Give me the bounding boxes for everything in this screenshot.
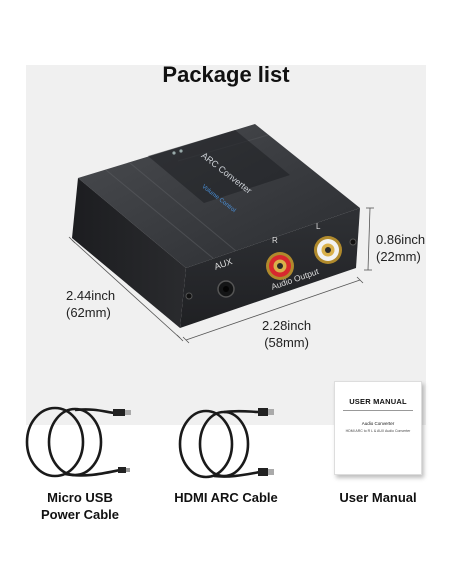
caption-line1: HDMI ARC Cable: [174, 490, 278, 505]
micro-usb-cable-icon: [25, 406, 121, 478]
width-inch: 2.28inch: [262, 318, 312, 333]
depth-dimension: 2.44inch (62mm): [66, 287, 115, 321]
user-manual-icon: USER MANUAL Audio Converter HDMI ARC to …: [334, 381, 422, 475]
depth-mm: (62mm): [66, 305, 111, 320]
item-caption-micro-usb: Micro USB Power Cable: [20, 489, 140, 523]
item-caption-hdmi: HDMI ARC Cable: [166, 489, 286, 506]
screw-icon: [185, 292, 193, 300]
device-left-label: L: [316, 222, 321, 231]
micro-usb-plug: [118, 467, 126, 473]
caption-line2: Power Cable: [40, 507, 120, 522]
led-indicator: [179, 149, 183, 153]
dimension-lines: [68, 207, 374, 344]
usb-a-plug: [113, 409, 125, 416]
device-right-label: R: [272, 236, 278, 245]
led-indicator: [172, 151, 176, 155]
device-label-band: [148, 130, 290, 203]
manual-subtitle: Audio Converter: [361, 421, 395, 426]
depth-inch: 2.44inch: [66, 288, 116, 303]
manual-divider: [343, 410, 413, 411]
manual-title: USER MANUAL: [349, 397, 407, 406]
hdmi-plug: [258, 408, 268, 416]
caption-line1: Micro USB: [47, 490, 113, 505]
device-side-face: [72, 178, 186, 328]
height-mm: (22mm): [376, 249, 421, 264]
width-dimension: 2.28inch (58mm): [262, 317, 311, 351]
page-title: Package list: [162, 62, 290, 87]
manual-small-text: HDMI ARC to R L & AUX Audio Converter: [345, 429, 411, 433]
height-dimension: 0.86inch (22mm): [376, 231, 425, 265]
hdmi-cable-icon: [178, 409, 261, 479]
hdmi-plug: [258, 468, 268, 476]
screw-icon: [349, 238, 357, 246]
width-mm: (58mm): [264, 335, 309, 350]
item-caption-manual: User Manual: [318, 489, 438, 506]
caption-line1: User Manual: [339, 490, 417, 505]
height-inch: 0.86inch: [376, 232, 426, 247]
